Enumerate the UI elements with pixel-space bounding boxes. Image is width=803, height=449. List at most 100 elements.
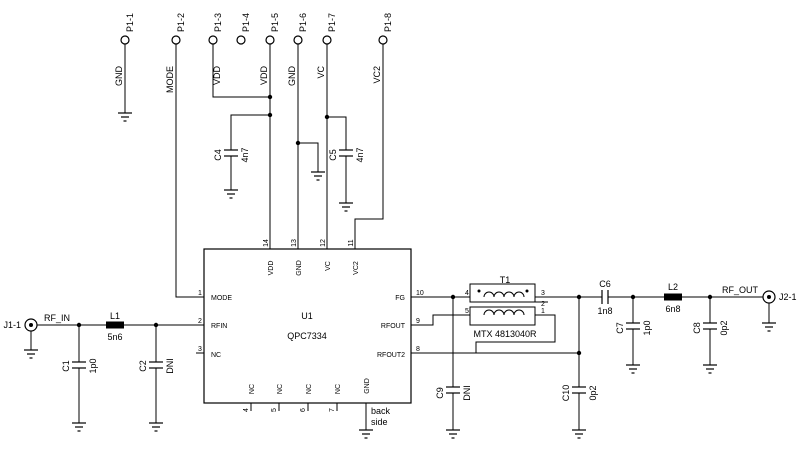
supply-wiring [175, 44, 384, 298]
component-value: 6n8 [665, 304, 680, 314]
pin-label: P1-7 [327, 13, 337, 32]
signal-label: GND [114, 66, 124, 87]
connector-p1: P1-1 GND P1-2 MODE P1-3 VDD P1-4 P1-5 VD… [114, 13, 393, 122]
pin-name: FG [395, 295, 405, 302]
component-ref: C4 [213, 149, 223, 161]
rf-output-line [535, 294, 598, 387]
pin-number: 5 [271, 408, 278, 412]
pin-number: 2 [541, 301, 545, 308]
inductor-l2 [664, 293, 682, 301]
component-ref: C7 [615, 322, 625, 334]
pin-number: 10 [416, 290, 424, 297]
component-ref: C1 [61, 360, 71, 372]
connector-pin-p1-1: P1-1 GND [114, 13, 135, 122]
component-ref: C9 [435, 387, 445, 399]
capacitor-c1: C1 1p0 [61, 325, 98, 432]
pin-number: 4 [243, 408, 250, 412]
inductor-l2-group: L2 6n8 [664, 282, 763, 314]
pin-name: VC2 [353, 261, 360, 275]
capacitor-c2: C2 DNI [138, 325, 175, 432]
ground-symbol [72, 422, 86, 432]
pin-number: 14 [263, 239, 270, 247]
ground-symbol [339, 202, 353, 212]
pin-terminal [293, 35, 303, 45]
output-wiring [411, 294, 582, 356]
polarity-dot [525, 289, 529, 293]
ground-symbol [24, 349, 38, 359]
ground-symbol [762, 322, 776, 332]
pin-number: 1 [541, 308, 545, 315]
pin-number: 9 [416, 318, 420, 325]
component-ref: C5 [328, 149, 338, 161]
pin-terminal [120, 35, 130, 45]
component-ref: C6 [599, 279, 611, 289]
pin-terminal [208, 35, 218, 45]
port-ref: J2-1 [779, 292, 797, 302]
pin-terminal [378, 35, 388, 45]
pin-name: VDD [268, 261, 275, 276]
pin-terminal [171, 35, 181, 45]
pin-number: 4 [465, 290, 469, 297]
pin-name: RFOUT2 [377, 352, 405, 359]
pin-name: GND [364, 378, 371, 394]
pin-label: P1-1 [125, 13, 135, 32]
backside-label: back [371, 406, 391, 416]
pin-terminal [322, 35, 332, 45]
ground-symbol [224, 189, 238, 199]
ic-body [203, 248, 412, 404]
capacitor-c6: C6 1n8 [597, 279, 664, 316]
component-value: DNI [462, 385, 472, 401]
pin-label: P1-5 [270, 13, 280, 32]
connector-pin-p1-6: P1-6 GND [287, 13, 308, 86]
pin-name: RFOUT [381, 323, 406, 330]
port-center [767, 295, 771, 299]
component-ref: T1 [500, 275, 511, 285]
signal-label: VC [316, 66, 326, 79]
pin-number: 3 [198, 346, 202, 353]
pin-name: MODE [211, 295, 232, 302]
connector-pin-p1-5: P1-5 VDD [259, 13, 280, 85]
component-part: MTX 4813040R [473, 329, 537, 339]
input-section: J1-1 RF_IN L1 5n6 [3, 311, 204, 359]
pin-number: 1 [198, 290, 202, 297]
ground-symbol [311, 171, 325, 181]
net-label: RF_OUT [722, 285, 759, 295]
component-ref: C2 [138, 360, 148, 372]
pin-terminal [236, 35, 246, 45]
capacitor-c7: C7 1p0 [615, 297, 652, 374]
capacitor-c10: C10 0p2 [561, 385, 598, 439]
backside-label: side [371, 417, 388, 427]
pin-name: NC [335, 384, 342, 394]
capacitor-c9: C9 DNI [435, 297, 472, 439]
signal-label: VC2 [372, 66, 382, 84]
pin-number: 7 [329, 408, 336, 412]
connector-pin-p1-2: P1-2 MODE [165, 13, 186, 93]
pin-name: NC [277, 384, 284, 394]
ground-symbol [149, 422, 163, 432]
component-value: 5n6 [107, 332, 122, 342]
pin-label: P1-4 [241, 13, 251, 32]
pin-name: VC [325, 261, 332, 271]
signal-label: MODE [165, 66, 175, 93]
component-value: 4n7 [355, 147, 365, 162]
connector-pin-p1-4: P1-4 [236, 13, 251, 45]
pin-number: 6 [300, 408, 307, 412]
ground-symbol [359, 429, 373, 439]
component-value: 0p2 [588, 385, 598, 400]
ground-symbol [446, 429, 460, 439]
pin-label: P1-2 [176, 13, 186, 32]
component-ref: L1 [110, 311, 120, 321]
component-ref: L2 [668, 282, 678, 292]
pin-label: P1-6 [298, 13, 308, 32]
pin-name: GND [296, 260, 303, 276]
connector-pin-p1-3: P1-3 VDD [208, 13, 223, 85]
transformer-box [469, 306, 536, 326]
polarity-dot [477, 289, 481, 293]
pin-number: 5 [465, 308, 469, 315]
port-center [29, 323, 33, 327]
pin-number: 13 [291, 239, 298, 247]
capacitor-c5: C5 4n7 [328, 147, 365, 212]
component-value: 1n8 [597, 306, 612, 316]
transformer-box [469, 283, 536, 303]
